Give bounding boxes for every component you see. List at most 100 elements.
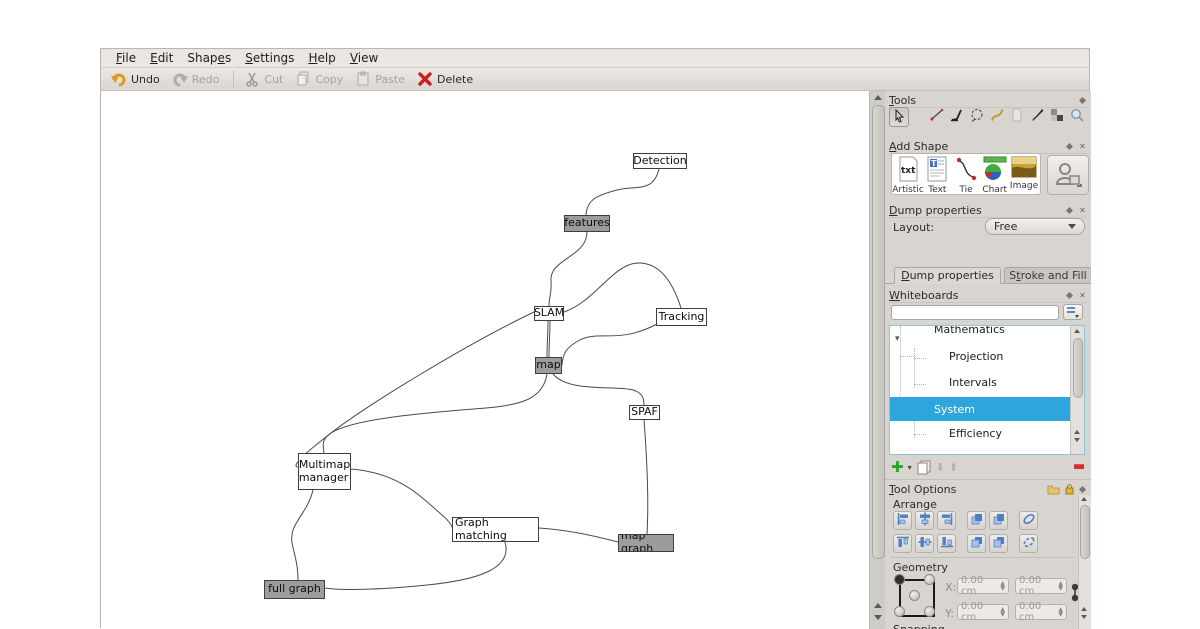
scrollbar-thumb[interactable]	[1073, 338, 1083, 398]
zoom-tool-button[interactable]	[1067, 107, 1087, 127]
whiteboard-filter-input[interactable]	[891, 305, 1059, 320]
tree-scrollbar[interactable]	[1070, 326, 1084, 454]
tools-dock-header[interactable]: Tools	[889, 93, 1087, 108]
edge-spaf-mapgraph[interactable]	[643, 419, 649, 535]
aspect-ratio-lock-icon[interactable]	[1071, 583, 1079, 605]
float-dock-icon[interactable]	[1065, 142, 1074, 151]
scroll-up-icon[interactable]	[1074, 430, 1080, 434]
edge-graphmatch-fullgraph[interactable]	[324, 541, 507, 590]
whiteboards-tree[interactable]: ▾ ▾ MathematicsProjectionIntervalsSystem…	[889, 325, 1085, 455]
align-bottom-button[interactable]	[937, 534, 956, 553]
menu-file[interactable]: File	[116, 51, 137, 65]
delete-button[interactable]: Delete	[413, 69, 481, 89]
tree-item-projection[interactable]: Projection	[949, 349, 1004, 363]
edge-graphmatch-mapgraph[interactable]	[538, 527, 619, 543]
canvas-node-detection[interactable]: Detection	[633, 153, 687, 169]
ungroup-button[interactable]	[1019, 534, 1038, 553]
align-vcenter-button[interactable]	[915, 534, 934, 553]
y-position-spinbox[interactable]: 0.00 cm▲▼	[957, 601, 1009, 623]
whiteboards-dock-header[interactable]: Whiteboards ✕	[889, 288, 1087, 303]
brush-tool-button[interactable]	[1027, 107, 1047, 127]
float-dock-icon[interactable]	[1065, 206, 1074, 215]
canvas-vertical-scrollbar[interactable]	[869, 91, 885, 629]
copy-button[interactable]: Copy	[291, 69, 351, 89]
paste-button[interactable]: Paste	[351, 69, 413, 89]
float-dock-icon[interactable]	[1078, 96, 1087, 105]
menu-shapes[interactable]: Shapes	[187, 51, 232, 65]
canvas-node-spaf[interactable]: SPAF	[629, 405, 660, 420]
lasso-tool-button[interactable]	[967, 107, 987, 127]
close-dock-icon[interactable]: ✕	[1079, 141, 1086, 151]
edge-slam-map[interactable]	[548, 320, 551, 358]
shape-item-chart[interactable]: Chart	[981, 156, 1008, 195]
pattern-tool-button[interactable]	[1047, 107, 1067, 127]
scroll-down-icon[interactable]	[1074, 438, 1080, 442]
edge-detection-features[interactable]	[585, 168, 660, 216]
anchor-top-right[interactable]	[924, 574, 935, 585]
pan-tool-button[interactable]	[1087, 107, 1091, 127]
edge-multimap-graphmatch[interactable]	[350, 468, 454, 530]
canvas-node-fullgraph[interactable]: full graph	[264, 580, 325, 599]
move-down-button[interactable]: ⬇	[935, 461, 945, 474]
layout-select[interactable]: Free	[985, 218, 1085, 235]
remove-whiteboard-button[interactable]: ▬	[1073, 459, 1086, 474]
scroll-down-icon[interactable]	[874, 615, 882, 620]
anchor-bottom-right[interactable]	[924, 606, 935, 617]
add-whiteboard-button[interactable]: ✚	[891, 458, 904, 476]
canvas-node-multimap[interactable]: Multimap manager	[298, 453, 351, 490]
float-dock-icon[interactable]	[1078, 485, 1087, 494]
raise-button[interactable]	[967, 511, 986, 530]
anchor-bottom-left[interactable]	[894, 606, 905, 617]
scroll-up-icon[interactable]	[1081, 607, 1087, 611]
dump-properties-dock-header[interactable]: Dump properties ✕	[889, 203, 1087, 218]
path-tool-button[interactable]	[947, 107, 967, 127]
tree-item-system[interactable]: System	[890, 397, 1084, 421]
shape-item-image[interactable]: Image	[1010, 156, 1038, 191]
menu-settings[interactable]: Settings	[245, 51, 295, 65]
scrollbar-thumb[interactable]	[872, 105, 885, 559]
scroll-up-icon[interactable]	[874, 95, 882, 100]
undo-button[interactable]: Undo	[107, 69, 168, 89]
canvas-node-mapgraph[interactable]: map graph	[618, 534, 674, 552]
tool-options-dock-header[interactable]: Tool Options	[889, 482, 1087, 496]
menu-edit[interactable]: Edit	[150, 51, 174, 65]
redo-button[interactable]: Redo	[168, 69, 228, 89]
duplicate-whiteboard-button[interactable]	[916, 460, 932, 475]
height-spinbox[interactable]: 0.00 cm▲▼	[1015, 601, 1067, 623]
lock-icon[interactable]	[1065, 483, 1074, 495]
menu-help[interactable]: Help	[308, 51, 336, 65]
edge-multimap-fullgraph[interactable]	[291, 489, 314, 581]
tree-expander-icon[interactable]: ▾	[895, 334, 900, 344]
tree-item-efficiency[interactable]: Efficiency	[949, 426, 1002, 440]
edge-map-spaf[interactable]	[552, 373, 645, 406]
add-shape-dock-header[interactable]: Add Shape ✕	[889, 139, 1087, 154]
edge-map-multimap[interactable]	[322, 373, 548, 454]
menu-view[interactable]: View	[349, 51, 379, 65]
anchor-top-left[interactable]	[894, 574, 905, 585]
close-dock-icon[interactable]: ✕	[1079, 290, 1086, 300]
shape-item-tie[interactable]: Tie	[953, 156, 980, 195]
close-dock-icon[interactable]: ✕	[1079, 205, 1086, 215]
page-tool-button[interactable]	[1007, 107, 1027, 127]
group-button[interactable]	[1019, 511, 1038, 530]
canvas-node-tracking[interactable]: Tracking	[656, 308, 707, 326]
scroll-up-icon[interactable]	[874, 603, 882, 608]
anchor-position-widget[interactable]	[894, 574, 937, 619]
float-dock-icon[interactable]	[1065, 291, 1074, 300]
scroll-down-icon[interactable]	[1081, 615, 1087, 619]
tree-item-intervals[interactable]: Intervals	[949, 375, 997, 389]
move-up-button[interactable]: ⬆	[948, 461, 959, 474]
edge-tracking-map[interactable]	[561, 323, 658, 366]
anchor-center[interactable]	[909, 590, 920, 601]
scrollbar-thumb[interactable]	[1080, 505, 1090, 559]
bring-front-button[interactable]	[989, 511, 1008, 530]
align-top-button[interactable]	[893, 534, 912, 553]
shape-collection-button[interactable]	[1047, 155, 1089, 195]
scroll-up-icon[interactable]	[1074, 329, 1080, 333]
canvas-node-graphmatch[interactable]: Graph matching	[452, 517, 539, 542]
align-right-button[interactable]	[937, 511, 956, 530]
folder-icon[interactable]	[1047, 484, 1060, 495]
